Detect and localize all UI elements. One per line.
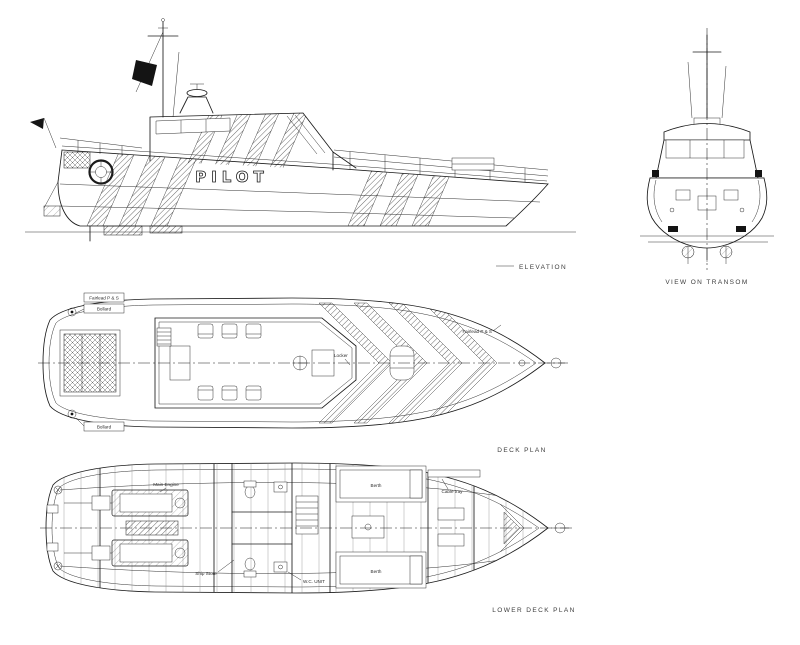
- deck-chevrons: [318, 302, 498, 424]
- amidships-compartments: Ship Store W.C. UNIT: [195, 480, 325, 584]
- ship-store-label: Ship Store: [195, 571, 217, 576]
- elevation-caption: ELEVATION: [519, 264, 567, 271]
- vessel-name-text: PILOT: [195, 168, 269, 186]
- forward-cabin: Berth Berth: [335, 465, 427, 589]
- life-ring-icon: [88, 159, 114, 185]
- side-windows: [155, 117, 231, 135]
- windshield-mullions: [286, 114, 326, 155]
- cabin-cabinet: [351, 515, 385, 539]
- exhaust-port: [668, 226, 678, 232]
- aft-deck: [30, 117, 143, 185]
- berth-fwd-label: Berth: [371, 483, 382, 488]
- gearbox-port: [91, 495, 111, 511]
- mast: [132, 18, 214, 118]
- companion-steps: [295, 495, 319, 535]
- pilot-flag-icon: [132, 60, 157, 86]
- deck-wheelhouse: Locker: [154, 317, 357, 409]
- antenna: [172, 51, 180, 118]
- deck-plan-caption: DECK PLAN: [497, 447, 546, 454]
- locker-label: Locker: [334, 353, 348, 358]
- companionway: [156, 327, 172, 347]
- flag-halyard: [135, 31, 164, 93]
- deck-plan-view: Locker Fairlead P & S Bollard Bollard Fa…: [38, 292, 568, 454]
- engine-room: Main Engine: [64, 482, 189, 567]
- radar-arch: [179, 96, 214, 114]
- stern-flag-icon: [30, 118, 44, 129]
- stern-staff: [43, 117, 57, 149]
- foredeck-railing: [333, 149, 549, 183]
- wheelhouse-side: [149, 112, 357, 171]
- cable-tray: [427, 469, 481, 478]
- main-engine-label: Main Engine: [153, 482, 179, 487]
- elevation-view: PILOT ELEVATION: [25, 18, 576, 271]
- exhaust-stbd: [736, 226, 746, 232]
- lower-deck-plan-view: Main Engine Ship Store W.C. UN: [40, 462, 576, 614]
- sink-fwd: [273, 481, 288, 493]
- transom-windows: [665, 139, 745, 159]
- transom-view: VIEW ON TRANSOM: [640, 28, 774, 286]
- hull-stripes: [86, 150, 453, 226]
- seats: [197, 323, 262, 401]
- bilge-stringers: [59, 482, 501, 574]
- cable-tray-label: Cable tray: [442, 489, 464, 494]
- toilet-aft: [244, 557, 256, 571]
- gearbox-stbd: [91, 545, 111, 561]
- sink-aft: [273, 561, 288, 573]
- forward-store: Cable tray: [427, 469, 525, 553]
- berth-aft-label: Berth: [371, 569, 382, 574]
- lower-deck-plan-caption: LOWER DECK PLAN: [492, 607, 576, 614]
- bollard-label-a: Bollard: [97, 307, 112, 312]
- aft-hatch: [63, 151, 91, 169]
- underwater-gear: [43, 205, 183, 242]
- pillow-stbd: [409, 555, 423, 585]
- bollard-label-b: Bollard: [97, 425, 112, 430]
- transom-caption: VIEW ON TRANSOM: [665, 279, 748, 286]
- wc-unit-label: W.C. UNIT: [303, 579, 325, 584]
- fairlead-aft-label: Fairlead P & S: [89, 296, 119, 301]
- stern-gear: [46, 485, 63, 571]
- radar-scanner-icon: [186, 89, 208, 97]
- fairlead-fwd-label: Fairlead P & S: [462, 329, 492, 334]
- pillow-port: [409, 469, 423, 499]
- mooring-fittings: Fairlead P & S Bollard Bollard Fairlead …: [67, 292, 502, 432]
